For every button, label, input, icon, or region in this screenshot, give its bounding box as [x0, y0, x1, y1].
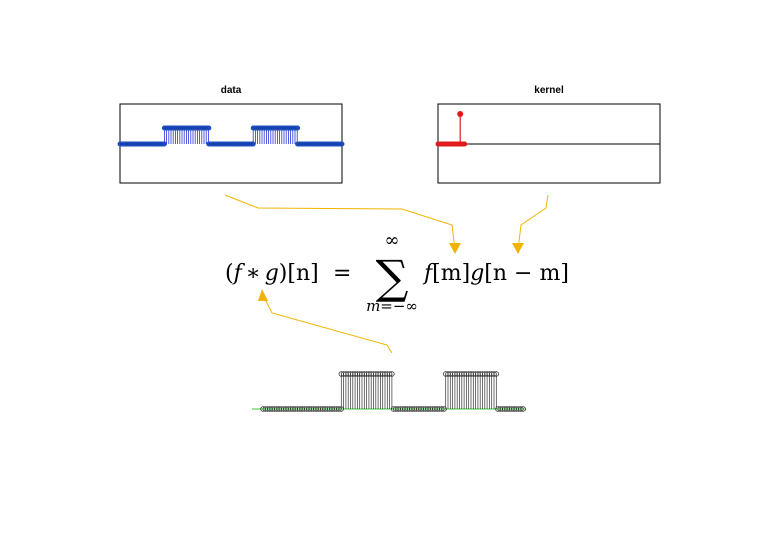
data-to-f-arrow — [224, 194, 456, 251]
equation-equals: = — [333, 261, 351, 286]
data-panel-title: data — [221, 85, 242, 96]
data-plot — [117, 125, 345, 147]
kernel-plot — [435, 111, 468, 147]
kernel-to-g-arrowhead — [512, 243, 524, 254]
output-marker — [518, 406, 524, 412]
output-plot — [252, 371, 526, 412]
kernel-to-g-arrow — [517, 194, 549, 251]
output-marker — [389, 371, 395, 377]
equation-rhs: f[m]g[n − m] — [422, 261, 569, 286]
output-to-lhs-arrowhead — [258, 289, 268, 301]
equation-lhs: (f∗g)[n] — [225, 261, 319, 286]
arrows — [224, 194, 549, 354]
output-marker — [439, 406, 445, 412]
data-to-f-arrowhead — [449, 243, 461, 254]
output-to-lhs-arrow — [261, 292, 393, 354]
kernel-point-0 — [457, 111, 464, 117]
sum-upper-limit: ∞ — [385, 230, 400, 251]
sum-lower-limit: m=−∞ — [366, 297, 418, 315]
sum-symbol: ∑ — [376, 250, 409, 304]
output-marker — [520, 406, 526, 412]
output-marker — [441, 406, 447, 412]
kernel-panel-title: kernel — [534, 85, 564, 96]
convolution-equation: (f∗g)[n] = ∞ ∑ m=−∞ f[m]g[n − m] — [225, 230, 569, 315]
output-marker — [493, 371, 499, 377]
